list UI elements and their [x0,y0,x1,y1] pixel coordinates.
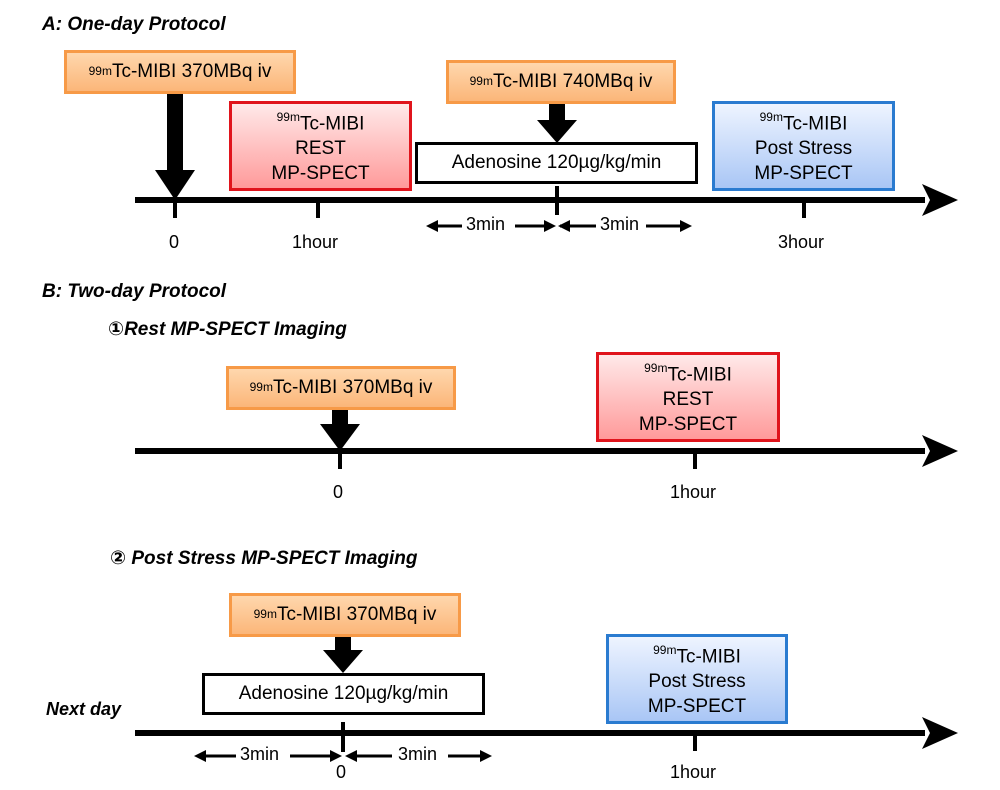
tracer-name: Tc-MIBI [667,364,732,386]
protocol-a-post-stress-spect-box: 99mTc-MIBI Post Stress MP-SPECT [712,101,895,191]
box-line-2: Post Stress [754,138,853,160]
next-day-label: Next day [46,699,122,719]
protocol-b-post-stress-spect-box: 99mTc-MIBI Post Stress MP-SPECT [606,634,788,724]
protocol-a-injection-arrow-2 [537,104,577,143]
tracer-name: Tc-MIBI [782,113,848,135]
tracer-name: Tc-MIBI [299,113,365,135]
protocol-b-stress-tick-1hour: 1hour [670,762,717,782]
tracer-name: Tc-MIBI [676,646,741,668]
protocol-b-rest-spect-box: 99mTc-MIBI REST MP-SPECT [596,352,780,442]
protocol-b-rest-axis [135,435,958,469]
injection-text: Tc-MIBI 740MBq iv [492,71,653,92]
box-line-2: REST [295,138,346,160]
protocol-a-duration-arrows [426,220,692,232]
injection-text: Tc-MIBI 370MBq iv [111,61,272,82]
box-line-1: 99mTc-MIBI [599,357,777,387]
box-line-1: 99mTc-MIBI [715,106,892,136]
box-line-2: REST [662,389,714,411]
isotope-superscript: 99m [249,380,273,394]
protocol-b-rest-tick-0: 0 [333,482,344,502]
protocol-b-stress-injection-arrow [323,636,363,673]
protocol-b-rest-subheading: ①Rest MP-SPECT Imaging [108,319,347,340]
protocol-a-injection-arrow-1 [155,93,195,200]
protocol-b-heading: B: Two-day Protocol [42,281,227,302]
isotope-superscript: 99m [276,109,300,124]
protocol-a-heading: A: One-day Protocol [42,14,226,35]
box-line-3: MP-SPECT [647,696,747,718]
protocol-a-rest-spect-box: 99mTc-MIBI REST MP-SPECT [229,101,412,191]
isotope-superscript: 99m [644,360,668,375]
protocol-b-rest-injection-arrow [320,410,360,451]
protocol-a-duration-right: 3min [600,214,640,234]
protocol-b-stress-axis [135,717,958,752]
protocol-b-duration-left: 3min [240,744,280,764]
injection-text: Tc-MIBI 370MBq iv [272,377,433,398]
isotope-superscript: 99m [469,74,493,88]
box-line-1: 99mTc-MIBI [232,106,409,136]
protocol-a-tick-0: 0 [169,232,180,252]
isotope-superscript: 99m [253,607,277,621]
protocol-b-adenosine-box: Adenosine 120µg/kg/min [202,673,485,715]
isotope-superscript: 99m [88,64,112,78]
box-line-2: Post Stress [648,671,746,693]
protocol-b-duration-right: 3min [398,744,438,764]
protocol-b-stress-subheading: ② Post Stress MP-SPECT Imaging [110,548,418,569]
protocol-a-axis [135,184,958,218]
protocol-a-adenosine-box: Adenosine 120µg/kg/min [415,142,698,184]
box-line-3: MP-SPECT [638,414,738,436]
injection-text: Tc-MIBI 370MBq iv [276,604,437,625]
protocol-a-duration-left: 3min [466,214,506,234]
box-line-3: MP-SPECT [754,163,853,185]
box-line-3: MP-SPECT [271,163,370,185]
protocol-b-stress-tick-0: 0 [336,762,347,782]
protocol-a-tick-3hour: 3hour [778,232,825,252]
isotope-superscript: 99m [759,109,783,124]
isotope-superscript: 99m [653,642,677,657]
protocol-b-duration-arrows [194,750,492,762]
protocol-a-tick-1hour: 1hour [292,232,339,252]
box-line-1: 99mTc-MIBI [609,639,785,669]
protocol-b-rest-tick-1hour: 1hour [670,482,717,502]
